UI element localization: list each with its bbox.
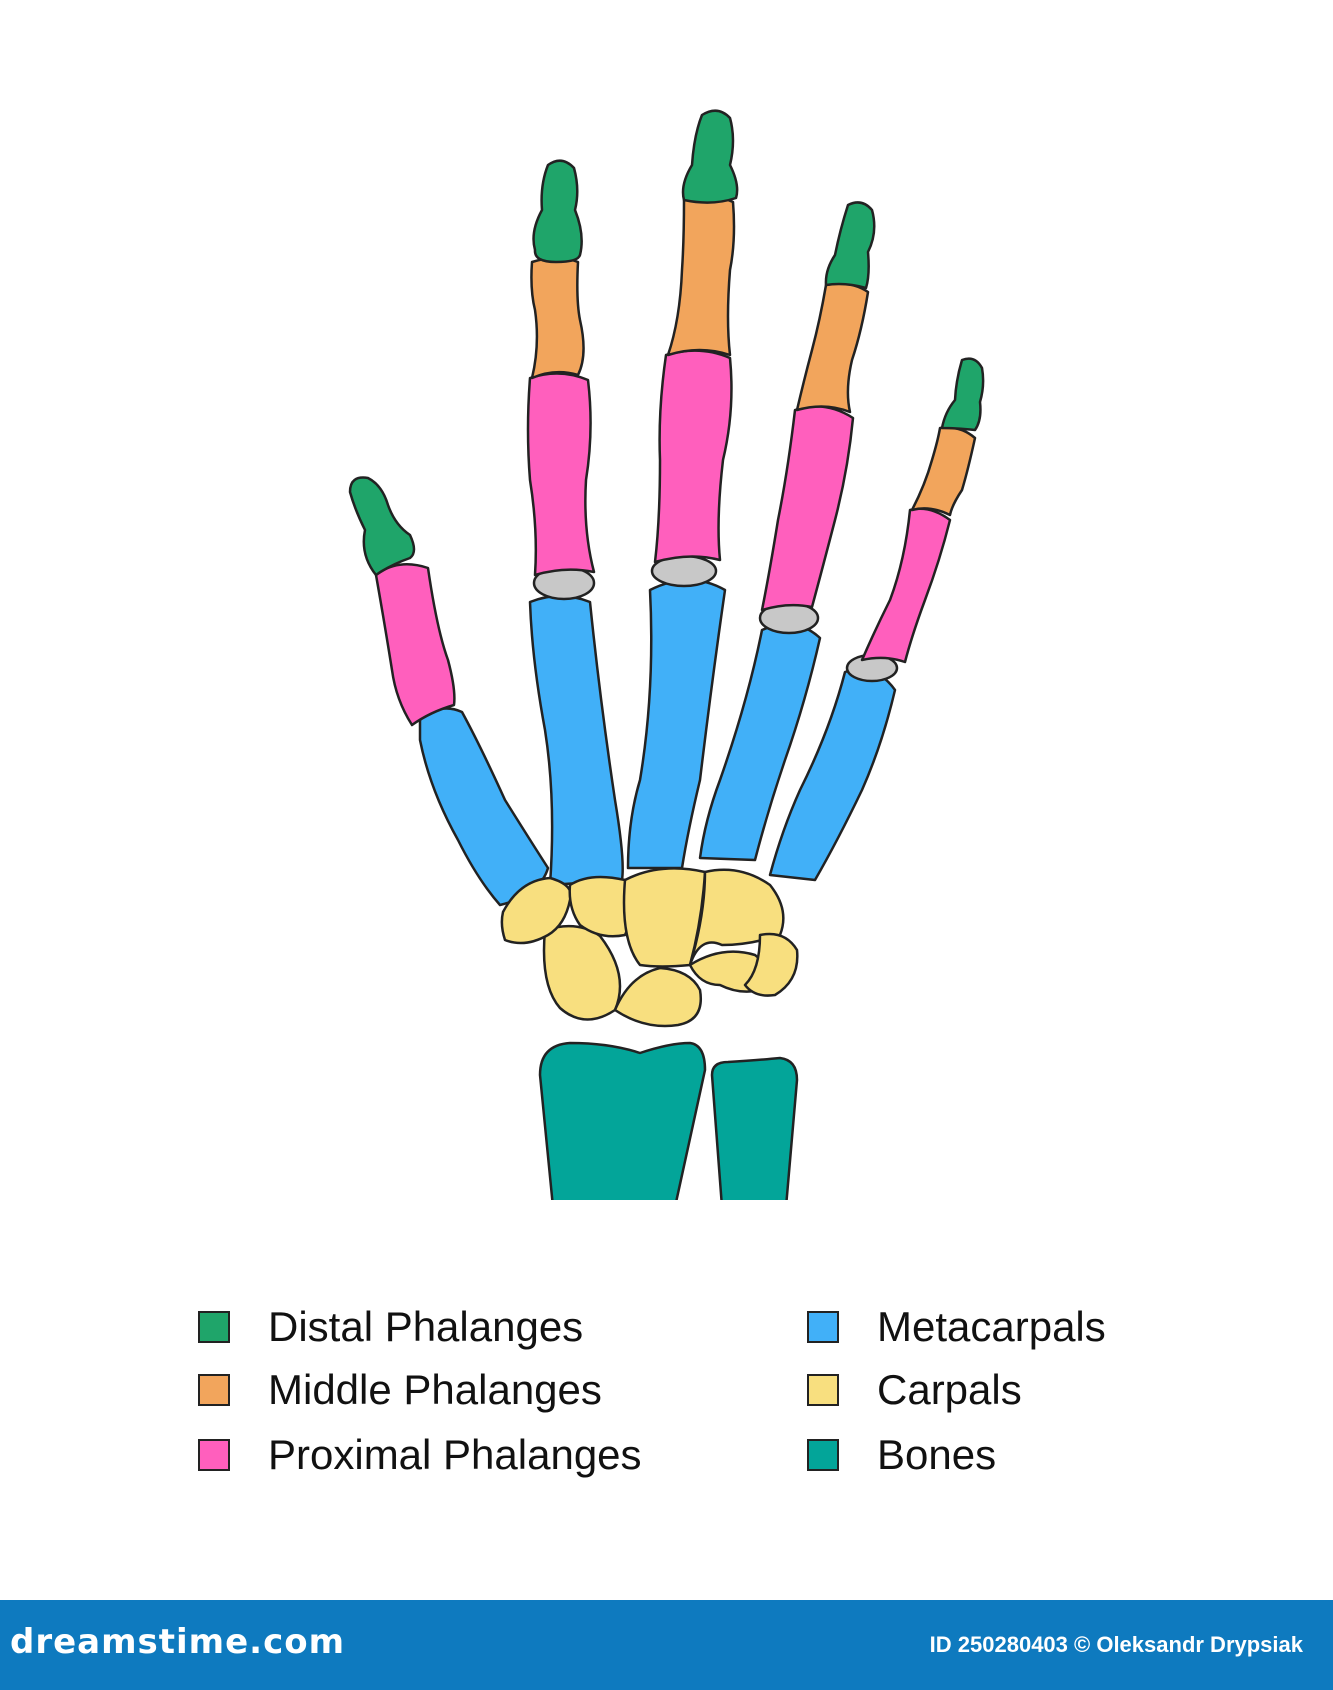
legend-item-bones: Bones bbox=[807, 1430, 996, 1480]
legend-swatch-bones bbox=[807, 1439, 839, 1471]
radius-bone bbox=[538, 1041, 707, 1200]
carpal-hamate bbox=[688, 868, 785, 967]
legend-item-middle-phalanges: Middle Phalanges bbox=[198, 1365, 602, 1415]
distal-phalanx-little bbox=[940, 357, 985, 432]
legend-item-carpals: Carpals bbox=[807, 1365, 1022, 1415]
middle-phalanx-index bbox=[530, 256, 585, 380]
middle-phalanx-middle bbox=[666, 195, 736, 357]
ulna-bone bbox=[710, 1056, 799, 1200]
metacarpal-middle bbox=[626, 578, 727, 870]
legend-swatch-metacarpals bbox=[807, 1311, 839, 1343]
legend-item-metacarpals: Metacarpals bbox=[807, 1302, 1106, 1352]
metacarpal-index bbox=[528, 594, 624, 887]
distal-phalanx-middle bbox=[681, 109, 739, 204]
carpal-scaphoid bbox=[542, 924, 622, 1021]
proximal-phalanx-ring bbox=[760, 405, 855, 612]
proximal-phalanx-index bbox=[526, 372, 596, 577]
legend-label-proximal: Proximal Phalanges bbox=[268, 1431, 642, 1478]
legend-swatch-middle bbox=[198, 1374, 230, 1406]
legend-label-metacarpals: Metacarpals bbox=[877, 1303, 1106, 1350]
metacarpal-little bbox=[768, 668, 897, 882]
legend-label-middle: Middle Phalanges bbox=[268, 1366, 602, 1413]
legend-swatch-carpals bbox=[807, 1374, 839, 1406]
distal-phalanx-ring bbox=[824, 201, 876, 290]
legend-label-distal: Distal Phalanges bbox=[268, 1303, 584, 1350]
legend-item-distal-phalanges: Distal Phalanges bbox=[198, 1302, 583, 1352]
carpal-trapezoid bbox=[568, 875, 633, 938]
legend-item-proximal-phalanges: Proximal Phalanges bbox=[198, 1430, 642, 1480]
hand-skeleton-diagram bbox=[348, 109, 985, 1200]
middle-phalanx-ring bbox=[795, 282, 870, 414]
distal-phalanx-thumb bbox=[348, 476, 416, 577]
proximal-phalanx-middle bbox=[653, 349, 733, 564]
metacarpal-thumb bbox=[418, 707, 550, 907]
proximal-phalanx-little bbox=[860, 507, 952, 664]
carpal-trapezium bbox=[500, 876, 573, 945]
carpal-pisiform bbox=[743, 932, 799, 997]
legend: Distal Phalanges Middle Phalanges Proxim… bbox=[0, 1290, 1333, 1510]
footer-logo[interactable]: dreamstime.com bbox=[10, 1622, 346, 1662]
legend-label-carpals: Carpals bbox=[877, 1366, 1022, 1413]
legend-swatch-proximal bbox=[198, 1439, 230, 1471]
middle-phalanx-little bbox=[910, 426, 977, 517]
legend-label-bones: Bones bbox=[877, 1431, 997, 1478]
legend-swatch-distal bbox=[198, 1311, 230, 1343]
footer-credit: ID 250280403 © Oleksandr Drypsiak bbox=[929, 1632, 1303, 1657]
carpal-lunate bbox=[613, 966, 702, 1028]
proximal-phalanx-thumb bbox=[374, 563, 456, 727]
metacarpal-ring bbox=[698, 622, 822, 862]
footer-bar: dreamstime.com ID 250280403 © Oleksandr … bbox=[0, 1600, 1333, 1690]
distal-phalanx-index bbox=[532, 159, 583, 264]
